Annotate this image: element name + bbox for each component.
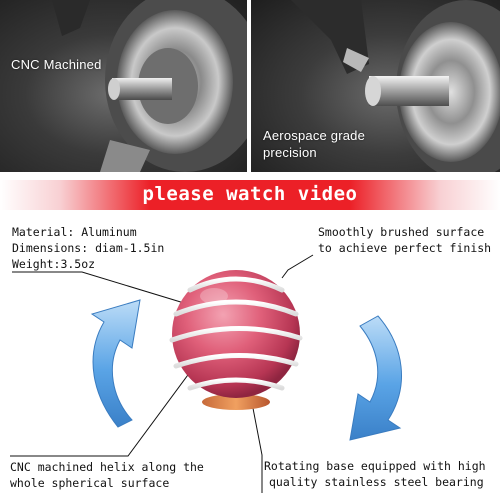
leader-spec (12, 271, 185, 304)
spec-weight: Weight:3.5oz (12, 257, 96, 271)
spec-material: Material: Aluminum (12, 225, 137, 239)
photo-divider (247, 0, 251, 172)
photo-caption-aerospace-1: Aerospace grade (263, 128, 366, 143)
callout-helix-1: CNC machined helix along the (10, 460, 204, 474)
callout-bearing-1: Rotating base equipped with high (264, 459, 486, 473)
leader-surface (281, 254, 314, 279)
callout-surface-1: Smoothly brushed surface (318, 225, 485, 239)
callout-helix-2: whole spherical surface (10, 476, 170, 490)
leader-lines (10, 254, 314, 493)
banner-label: please watch video (142, 183, 358, 205)
leader-helix (10, 363, 197, 457)
ball-base (202, 394, 270, 410)
leader-bearing (251, 402, 263, 493)
photo-caption-cnc: CNC Machined (11, 57, 102, 72)
rotate-arrow-right-icon (349, 315, 402, 441)
callout-bearing-2: quality stainless steel bearing (269, 475, 484, 489)
spec-dimensions: Dimensions: diam-1.5in (12, 241, 165, 255)
rotate-arrow-left-icon (90, 299, 141, 428)
cnc-photo-left: CNC Machined (0, 0, 247, 172)
watch-video-banner[interactable]: please watch video (0, 180, 500, 210)
ball-helix-grooves (169, 276, 303, 391)
lathe-illustration-left (52, 0, 247, 172)
cnc-photo-right: Aerospace grade precision (251, 0, 500, 172)
callout-surface-2: to achieve perfect finish (318, 241, 492, 255)
desk-toy-ball (169, 270, 303, 410)
ball-sphere (172, 270, 300, 398)
banner-background (0, 180, 500, 210)
lathe-illustration-right (291, 0, 500, 172)
photo-caption-aerospace-2: precision (263, 145, 317, 160)
